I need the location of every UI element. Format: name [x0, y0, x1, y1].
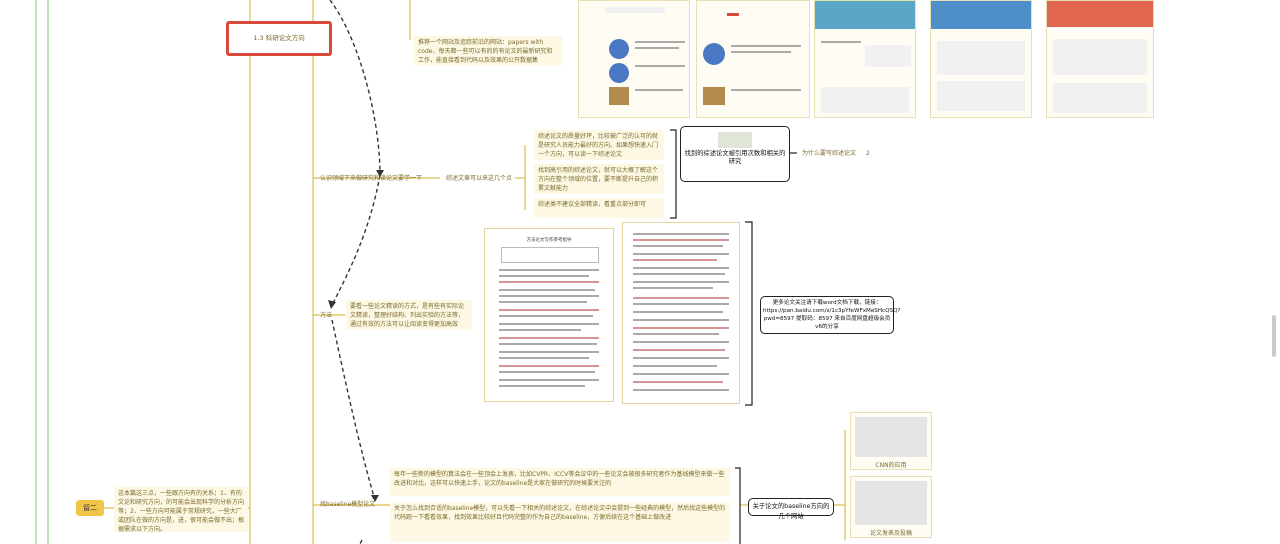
download-link-box[interactable]: 更多论文关注请下载word文档下载，链接：https://pan.baidu.c…: [760, 296, 900, 334]
survey-sub-node[interactable]: 综述文章可以来这几个点: [446, 175, 513, 182]
screenshot-datasets: [930, 0, 1032, 118]
image-card-2-caption: 论文发表及投稿: [869, 530, 912, 537]
survey-point-3: 综述类不建议全部精读，看重点部分即可: [534, 198, 664, 218]
select-topic-node[interactable]: 1.3 科研论文方向: [226, 21, 332, 56]
screenshot-state-of-art: [814, 0, 916, 118]
baseline-point-1: 每年一些新的模型的算法会在一些顶会上发表，比如CVPR、ICCV等会议中的一些论…: [390, 468, 730, 496]
image-card-2: 论文发表及投稿: [850, 476, 932, 538]
image-card-1: CNN的应用: [850, 412, 932, 470]
vertical-scrollbar[interactable]: [1272, 315, 1276, 357]
survey-link[interactable]: 为什么要写综述论文: [802, 150, 857, 157]
paper-page-title: 方法论文写作参考指导: [526, 238, 572, 243]
screenshot-papers-2: [696, 0, 810, 118]
survey-figure-caption: 找到的综述论文被引用次数和相关的研究: [684, 150, 786, 165]
survey-node[interactable]: 认识领域下来做研究和读论文要学一下: [320, 175, 423, 182]
survey-point-1: 综述论文的质量好坏，比较被广泛的认可的就是研究人员能力最好的方向。如果想快速入门…: [534, 130, 664, 160]
left-badge[interactable]: 留二: [76, 500, 104, 516]
image-card-1-caption: CNN的应用: [875, 462, 907, 469]
main-paragraph: 推荐一个网站及追踪前沿的网站：papers with code，每天都一些可以有…: [414, 36, 562, 66]
paper-page-1: 方法论文写作参考指导: [484, 228, 614, 402]
baseline-point-2: 关于怎么找到合适的baseline模型，可以先看一下相关的综述论文，在综述论文中…: [390, 502, 730, 542]
survey-count-badge: 2: [866, 150, 870, 157]
left-note: 这本篇这三点，一些跟方向有的关系；1、有的文论和研究方向，的可能会出现科学的分析…: [114, 487, 248, 533]
baseline-label[interactable]: 找baseline模型论文: [320, 501, 376, 508]
reading-note: 要看一些论文精读的方式，是有些有实际论文精读，整理好结构、列出实验的方法等，通过…: [346, 300, 472, 330]
survey-point-2: 找到高引用的综述论文，就可以大概了解这个方向在整个领域的位置，要不断提升自己的积…: [534, 164, 664, 194]
paper-page-2: [622, 222, 740, 404]
select-topic-label: 1.3 科研论文方向: [253, 34, 305, 42]
baseline-sites-box[interactable]: 关于论文的baseline方向的几个网站: [748, 498, 834, 520]
survey-figure-box: 找到的综述论文被引用次数和相关的研究: [680, 126, 790, 182]
screenshot-methods: [1046, 0, 1154, 118]
screenshot-papers-1: [578, 0, 690, 118]
reading-label[interactable]: 方法: [320, 312, 333, 319]
